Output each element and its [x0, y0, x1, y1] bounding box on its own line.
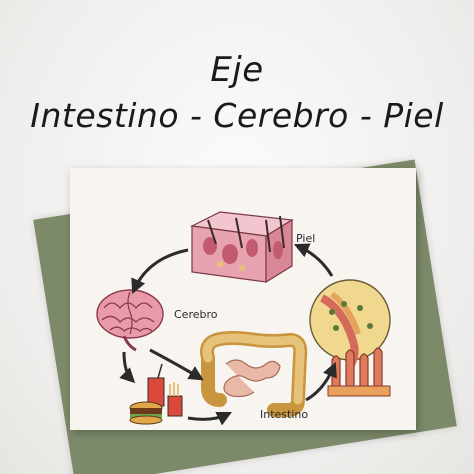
- intestine-illustration: [200, 331, 308, 417]
- diagram-card: Piel Cerebro Intestino: [70, 168, 416, 430]
- fast-food-illustration: [129, 363, 183, 425]
- arrow-brain-to-intestine: [149, 348, 204, 381]
- title-line-1: Eje: [210, 50, 264, 90]
- axis-diagram: [96, 211, 391, 426]
- label-intestine: Intestino: [260, 408, 309, 421]
- arrow-brain-to-food: [119, 351, 136, 384]
- title-line-2: Intestino - Cerebro - Piel: [30, 96, 444, 135]
- arrow-food-to-intestine: [187, 411, 233, 426]
- arrow-skin-to-brain: [131, 248, 189, 295]
- brain-illustration: [96, 289, 164, 352]
- arrow-gut-to-skin: [293, 243, 334, 277]
- skin-illustration: [189, 211, 294, 284]
- arrow-intestine-to-gut: [305, 361, 337, 402]
- label-brain: Cerebro: [174, 308, 218, 321]
- label-skin: Piel: [296, 232, 316, 245]
- gut-villi-illustration: [309, 279, 391, 397]
